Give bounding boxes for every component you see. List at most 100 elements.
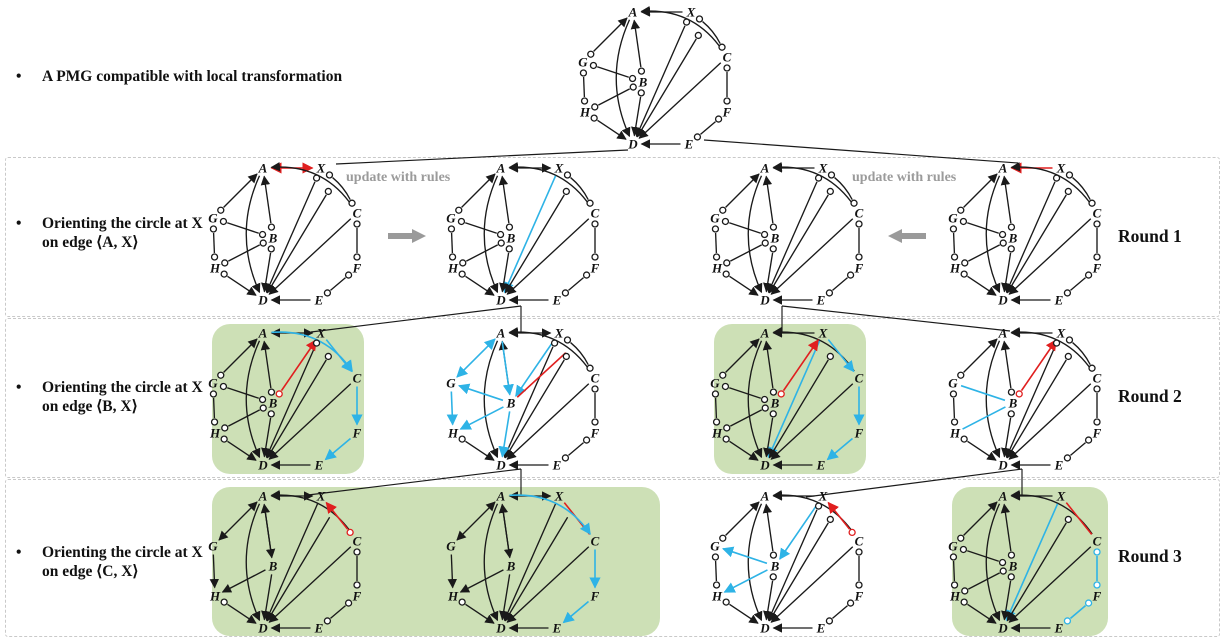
- edge-AD: [985, 340, 1001, 459]
- circle-endpoint: [220, 598, 228, 606]
- node-label-B: B: [268, 396, 278, 411]
- edge-GH: [952, 232, 956, 254]
- tree-connector-line: [307, 468, 522, 496]
- node-label-C: C: [855, 534, 864, 549]
- edge-GH: [952, 560, 956, 582]
- edge-CD: [268, 546, 352, 623]
- edge-CD: [770, 546, 854, 623]
- edge-GH: [212, 232, 216, 254]
- node-label-B: B: [506, 396, 516, 411]
- edge-FE: [562, 600, 590, 624]
- edge-AD: [483, 340, 499, 459]
- tree-connector-line: [805, 468, 1023, 498]
- node-label-B: B: [1008, 231, 1018, 246]
- circle-endpoint: [825, 617, 834, 625]
- node-label-G: G: [446, 376, 456, 391]
- edge-HB: [730, 244, 762, 262]
- edge-X2D: [504, 516, 569, 622]
- edge-AD: [245, 175, 261, 294]
- node-label-X: X: [316, 489, 326, 504]
- circle-endpoint: [769, 551, 778, 559]
- node-label-E: E: [314, 458, 324, 473]
- circle-endpoint: [348, 199, 356, 207]
- edge-BD: [1001, 252, 1012, 293]
- circle-endpoint: [312, 174, 321, 182]
- tree-connector-line: [703, 139, 1019, 164]
- circle-endpoint: [1063, 617, 1072, 625]
- edge-FE: [832, 605, 848, 619]
- circle-endpoint: [1093, 581, 1101, 589]
- edge-XD: [265, 181, 316, 294]
- edge-XB: [515, 339, 555, 397]
- node-label-H: H: [579, 105, 591, 120]
- bullet-dot: •: [16, 68, 22, 85]
- edge-XD: [265, 503, 319, 622]
- node-label-A: A: [998, 326, 1008, 341]
- edge-AD: [483, 175, 499, 294]
- edge-HD: [967, 275, 997, 296]
- node-label-F: F: [352, 261, 362, 276]
- circle-endpoint: [458, 270, 466, 278]
- circle-endpoint: [827, 171, 836, 179]
- circle-endpoint: [217, 206, 225, 214]
- circle-endpoint: [1084, 436, 1093, 444]
- node-label-B: B: [268, 231, 278, 246]
- circle-endpoint: [258, 230, 267, 239]
- edge-AG: [456, 338, 496, 378]
- edge-X2B: [516, 352, 567, 398]
- round-2-caption-line2: on edge ⟨B, X⟩: [42, 398, 138, 415]
- node-label-C: C: [353, 206, 362, 221]
- node-label-D: D: [759, 293, 770, 308]
- node-label-C: C: [723, 50, 732, 65]
- edge-XD: [767, 340, 821, 459]
- circle-endpoint: [217, 371, 225, 379]
- circle-endpoint: [1064, 187, 1072, 196]
- node-label-F: F: [854, 261, 864, 276]
- edge-X2D: [1006, 359, 1067, 459]
- circle-endpoint: [682, 18, 691, 26]
- node-label-G: G: [578, 55, 588, 70]
- circle-endpoint: [590, 114, 598, 122]
- edge-CA: [772, 490, 855, 535]
- circle-endpoint: [760, 230, 769, 239]
- circle-endpoint: [1015, 390, 1023, 398]
- edge-XD: [1005, 503, 1059, 622]
- edge-GA: [725, 501, 760, 536]
- circle-endpoint: [353, 581, 361, 589]
- edge-BD: [499, 252, 510, 293]
- edge-GB: [227, 222, 259, 234]
- circle-endpoint: [814, 502, 823, 510]
- edge-GB: [597, 66, 629, 78]
- circle-endpoint: [1052, 339, 1061, 347]
- circle-endpoint: [1007, 410, 1015, 418]
- circle-endpoint: [562, 352, 570, 361]
- circle-endpoint: [267, 410, 275, 418]
- node-label-F: F: [590, 426, 600, 441]
- node-label-X: X: [818, 161, 828, 176]
- circle-endpoint: [850, 199, 858, 207]
- edge-HB: [466, 244, 498, 262]
- circle-endpoint: [210, 253, 219, 261]
- node-label-E: E: [816, 621, 826, 636]
- circle-endpoint: [562, 187, 570, 196]
- edge-CD: [1008, 383, 1092, 460]
- circle-endpoint: [826, 187, 834, 196]
- edge-BH: [221, 569, 266, 593]
- node-label-C: C: [353, 371, 362, 386]
- edge-BD: [1001, 580, 1012, 621]
- circle-endpoint: [723, 424, 731, 432]
- circle-endpoint: [777, 390, 785, 398]
- edge-X2D: [768, 522, 829, 622]
- circle-endpoint: [496, 230, 505, 239]
- edge-GH: [952, 397, 956, 419]
- edge-AD: [747, 175, 763, 294]
- edge-BH: [459, 569, 504, 593]
- edge-CA: [1010, 327, 1093, 372]
- circle-endpoint: [563, 171, 572, 179]
- node-label-C: C: [1093, 206, 1102, 221]
- circle-endpoint: [1093, 253, 1101, 261]
- edge-CX: [325, 501, 349, 530]
- edge-GB: [729, 222, 761, 234]
